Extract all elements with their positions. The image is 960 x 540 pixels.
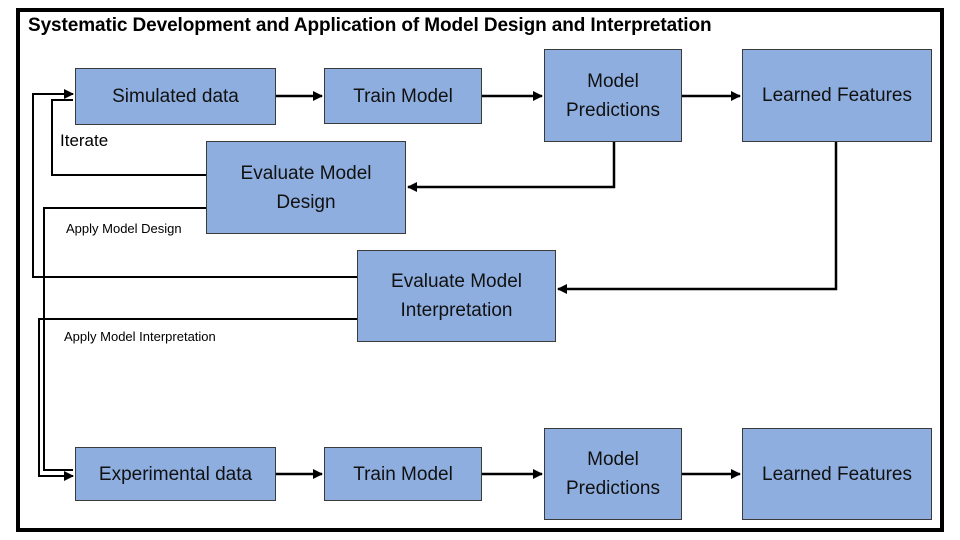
node-simulated-data[interactable]: Simulated data bbox=[75, 68, 276, 125]
arrow-predictions-to-evaluate-design bbox=[407, 142, 616, 192]
node-evaluate-model-interpretation[interactable]: Evaluate Model Interpretation bbox=[357, 250, 556, 342]
label-apply-model-interpretation: Apply Model Interpretation bbox=[64, 329, 216, 344]
line-apply-interpretation bbox=[38, 318, 357, 481]
line-iterate-loop bbox=[51, 99, 206, 176]
diagram-title: Systematic Development and Application o… bbox=[28, 15, 712, 36]
node-train-model-bottom[interactable]: Train Model bbox=[324, 447, 482, 501]
node-learned-features-top[interactable]: Learned Features bbox=[742, 49, 932, 142]
node-train-model-top[interactable]: Train Model bbox=[324, 68, 482, 124]
node-experimental-data[interactable]: Experimental data bbox=[75, 447, 276, 501]
label-apply-model-design: Apply Model Design bbox=[66, 221, 182, 236]
line-apply-design bbox=[43, 207, 206, 471]
arrow-features-to-evaluate-interpretation bbox=[557, 142, 838, 294]
line-interpretation-feedback bbox=[32, 89, 357, 278]
node-learned-features-bottom[interactable]: Learned Features bbox=[742, 428, 932, 520]
node-model-predictions-bottom[interactable]: Model Predictions bbox=[544, 428, 682, 520]
node-model-predictions-top[interactable]: Model Predictions bbox=[544, 49, 682, 142]
label-iterate: Iterate bbox=[60, 131, 109, 150]
node-evaluate-model-design[interactable]: Evaluate Model Design bbox=[206, 141, 406, 234]
